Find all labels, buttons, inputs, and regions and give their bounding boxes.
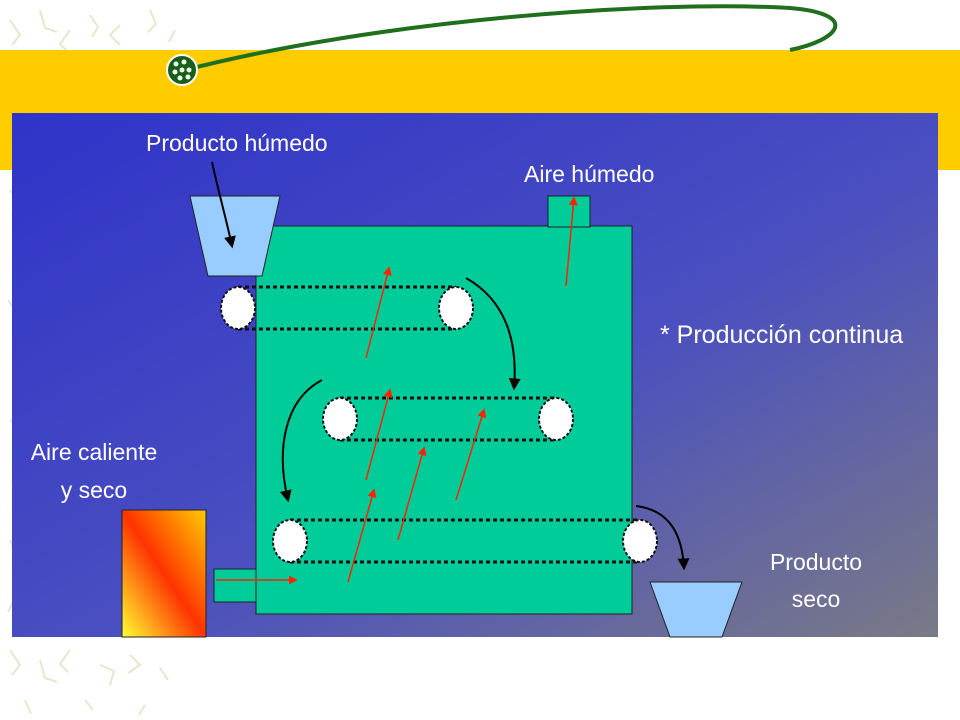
roller (538, 397, 574, 441)
conveyor-belt-bottom (290, 518, 640, 564)
air-flow-arrow (565, 196, 578, 287)
roller (220, 286, 256, 330)
label-dry-product-line2: seco (792, 586, 841, 612)
product-flow-arrow (465, 277, 521, 391)
label-hot-dry-air-line1: Aire caliente (31, 439, 158, 465)
dryer-body (255, 225, 633, 615)
air-flow-arrow (397, 446, 427, 541)
label-continuous-production: * Producción continua (660, 321, 903, 349)
roller (438, 286, 474, 330)
green-dotted-circle-icon (166, 54, 198, 86)
product-flow-arrow (279, 379, 323, 503)
roller (622, 519, 658, 563)
roller (322, 397, 358, 441)
conveyor-belt-top (238, 285, 456, 331)
product-flow-arrow (635, 505, 690, 571)
decorative-curve (184, 4, 838, 72)
dry-product-hopper (649, 581, 743, 638)
air-flow-arrow (365, 266, 392, 359)
roller (272, 519, 308, 563)
air-inlet-duct (213, 568, 259, 603)
humid-air-outlet (547, 195, 591, 228)
label-dry-product-line1: Producto (770, 549, 862, 575)
label-humid-air: Aire húmedo (524, 161, 654, 187)
air-flow-arrow (455, 408, 487, 501)
air-flow-arrow (365, 388, 393, 481)
air-flow-arrow (347, 488, 377, 583)
label-hot-dry-air-line2: y seco (61, 477, 127, 503)
label-wet-product: Producto húmedo (146, 130, 328, 156)
rollers (220, 286, 658, 563)
product-flow-arrows (211, 161, 690, 571)
hot-air-generator (121, 509, 207, 638)
air-flow-arrows (216, 196, 578, 585)
product-flow-arrow (211, 161, 236, 249)
